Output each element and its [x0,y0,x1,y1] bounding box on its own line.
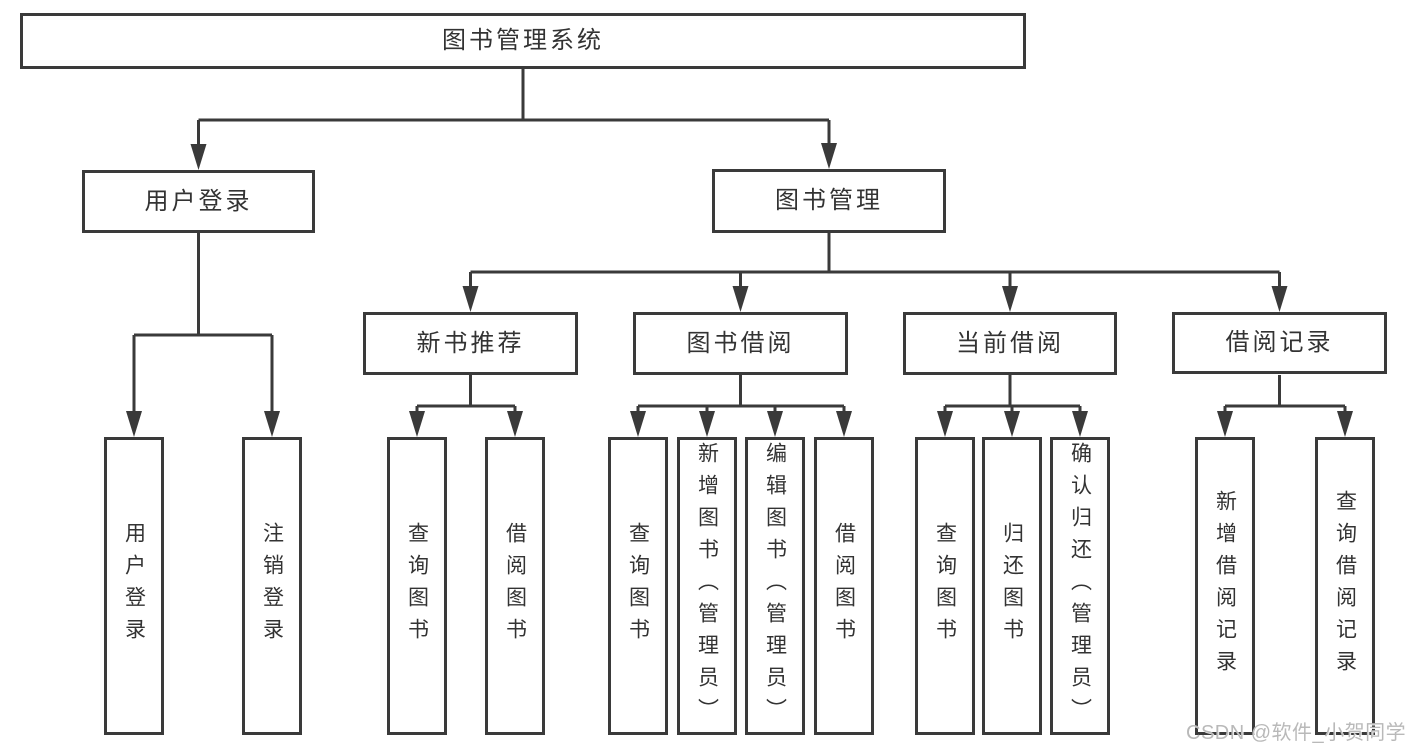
node-user-login-group: 用户登录 [82,170,315,233]
node-current-borrowing: 当前借阅 [903,312,1117,375]
node-label: 查询图书 [405,522,429,650]
node-records-add-record: 新增借阅记录 [1195,437,1255,735]
node-user-login: 用户登录 [104,437,164,735]
node-library-management-system: 图书管理系统 [20,13,1026,69]
node-label: 借阅图书 [503,522,527,650]
node-borrow-query-books: 查询图书 [608,437,668,735]
node-label: 用户登录 [122,522,146,650]
node-label: 借阅图书 [832,522,856,650]
node-book-borrowing: 图书借阅 [633,312,848,375]
node-label: 编辑图书（管理员） [763,442,787,730]
node-new-book-recommend: 新书推荐 [363,312,578,375]
csdn-watermark: CSDN @软件_小贺同学 [1186,722,1405,744]
node-label: 查询图书 [933,522,957,650]
node-newbook-borrow-books: 借阅图书 [485,437,545,735]
node-label: 新增图书（管理员） [695,442,719,730]
node-label: 新增借阅记录 [1213,490,1237,682]
node-borrowing-records: 借阅记录 [1172,312,1387,374]
node-current-query-books: 查询图书 [915,437,975,735]
node-newbook-query-books: 查询图书 [387,437,447,735]
node-current-confirm-return-admin: 确认归还（管理员） [1050,437,1110,735]
connector-path [132,69,1347,415]
node-borrow-edit-books-admin: 编辑图书（管理员） [745,437,805,735]
node-records-query-record: 查询借阅记录 [1315,437,1375,735]
node-current-return-books: 归还图书 [982,437,1042,735]
node-label: 注销登录 [260,522,284,650]
node-borrow-add-books-admin: 新增图书（管理员） [677,437,737,735]
arrowheads [126,143,1353,437]
node-label: 确认归还（管理员） [1068,442,1092,730]
node-book-management: 图书管理 [712,169,946,233]
node-borrow-borrow-books: 借阅图书 [814,437,874,735]
node-label: 查询借阅记录 [1333,490,1357,682]
node-label: 查询图书 [626,522,650,650]
node-label: 归还图书 [1000,522,1024,650]
node-logout: 注销登录 [242,437,302,735]
